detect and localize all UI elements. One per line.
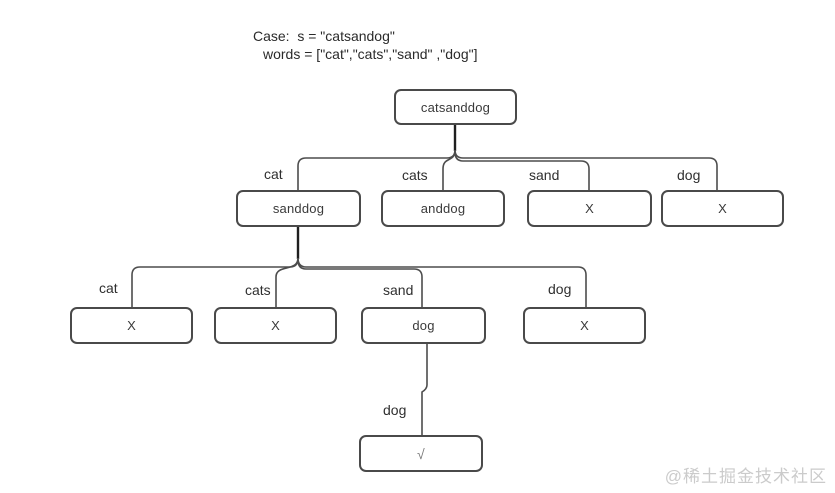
edge-label-sand-1: sand [529,167,560,183]
node-anddog: anddog [381,190,505,227]
edge-line-sanddog-x4 [275,257,299,307]
edge-label-dog-1: dog [677,167,701,183]
edge-line-dog-check [421,344,428,435]
case-text-line1: Case: s = "catsandog" [253,28,395,44]
node-x-sand: X [527,190,652,227]
edge-label-dog-3: dog [383,402,407,418]
edge-label-cats-1: cats [402,167,428,183]
node-x-cat2: X [70,307,193,344]
node-x-cats2: X [214,307,337,344]
edge-line-root-x1 [454,151,590,190]
edge-label-sand-2: sand [383,282,414,298]
edge-line-root-anddog [442,149,456,190]
node-root: catsanddog [394,89,517,125]
edge-line-sanddog-dog [297,259,423,307]
node-success: √ [359,435,483,472]
edge-label-cat-2: cat [99,280,118,296]
edge-line-root-x2 [454,149,718,190]
edge-label-cat-1: cat [264,166,283,182]
node-dog: dog [361,307,486,344]
edge-label-dog-2: dog [548,281,572,297]
watermark-juejin: @稀土掘金技术社区 [664,467,827,486]
edge-line-sanddog-x3 [131,257,299,307]
edge-line-sanddog-x5 [297,257,587,307]
node-x-dog2: X [523,307,646,344]
edge-line-root-sanddog [297,149,456,190]
node-sanddog: sanddog [236,190,361,227]
node-x-dog: X [661,190,784,227]
edge-label-cats-2: cats [245,282,271,298]
case-text-line2: words = ["cat","cats","sand" ,"dog"] [263,46,478,62]
